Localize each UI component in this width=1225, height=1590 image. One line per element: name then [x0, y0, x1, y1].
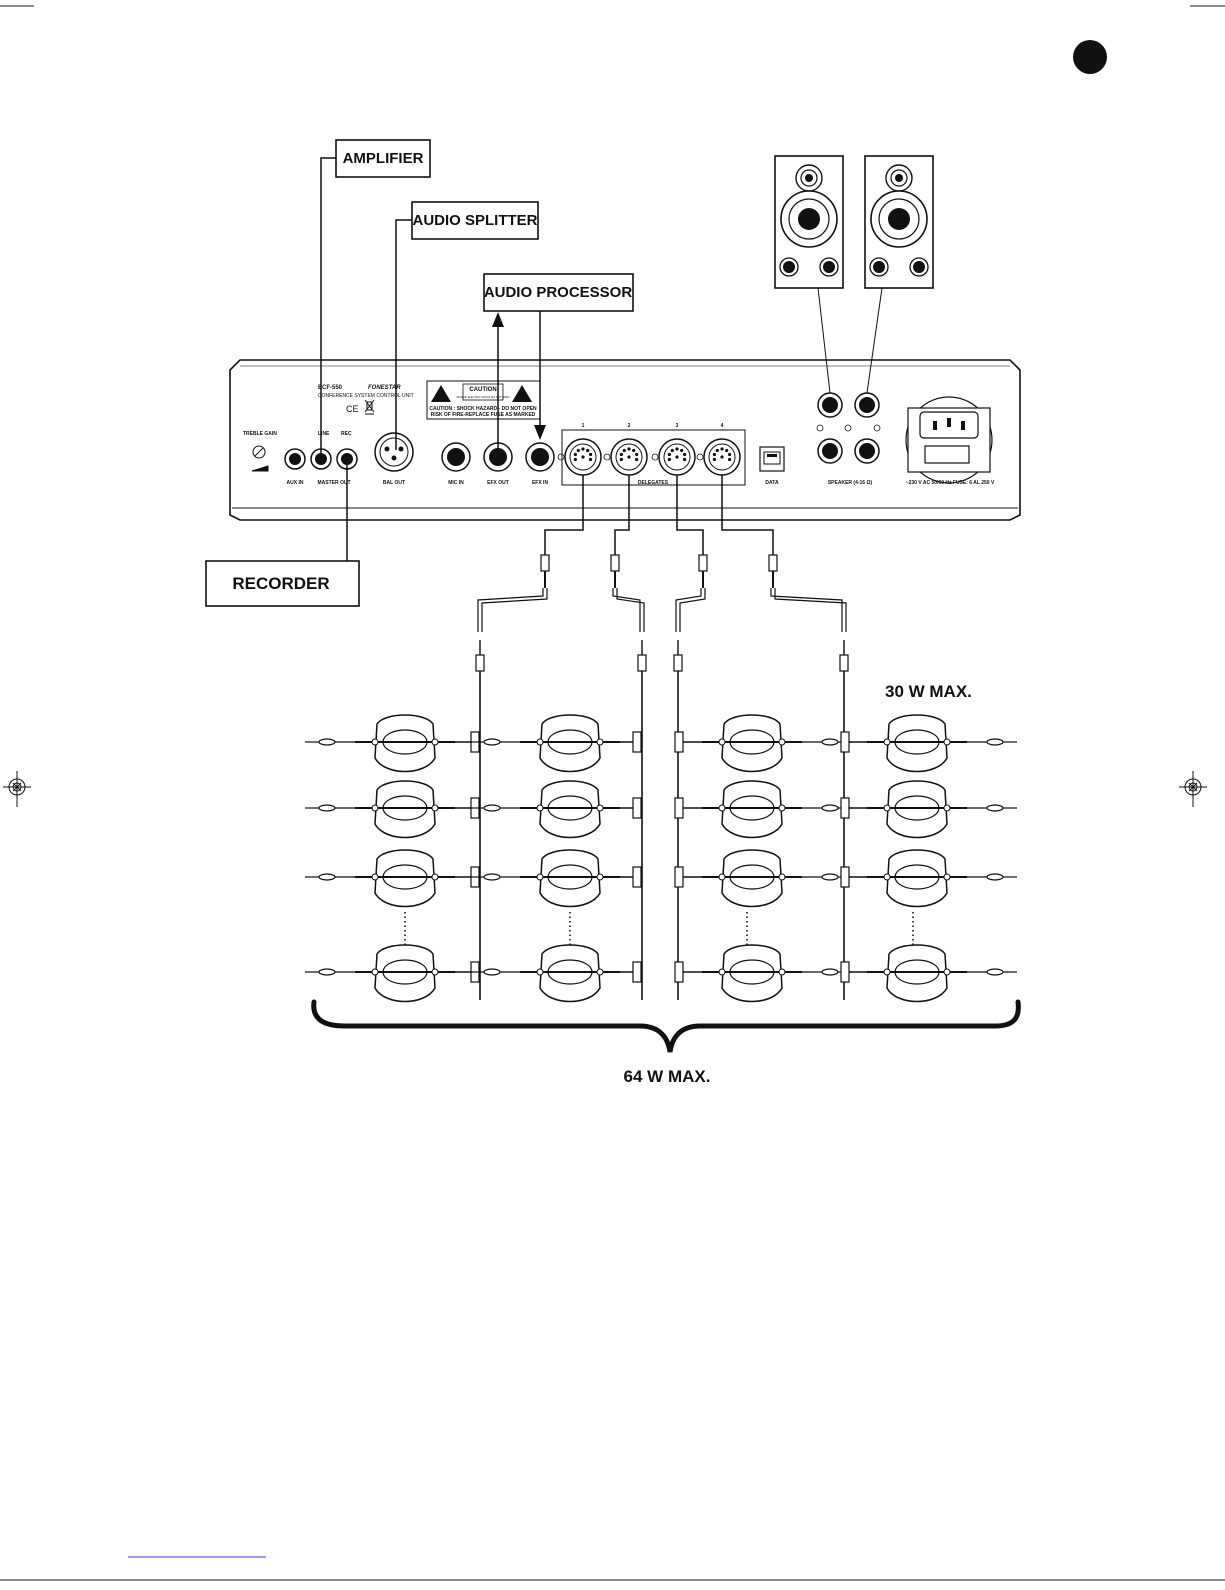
- mic-in-jack: [441, 442, 471, 472]
- speaker-terminals: [816, 392, 881, 464]
- efx-out-label: EFX OUT: [487, 480, 509, 486]
- speaker-icon: [774, 155, 844, 289]
- registration-mark-icon: [3, 771, 31, 807]
- delegate-units: [305, 714, 1017, 1003]
- delegate-din-port: [557, 438, 602, 476]
- page-marker-dot: [1073, 40, 1107, 74]
- rec-label: REC: [341, 431, 352, 437]
- treble-gain-label: TREBLE GAIN: [243, 431, 277, 437]
- amplifier-label: AMPLIFIER: [343, 150, 424, 167]
- delegate-number: 3: [676, 423, 679, 429]
- line-label: LINE: [318, 431, 330, 437]
- model-label: ECF-550: [318, 385, 343, 391]
- delegates-label: DELEGATES: [638, 480, 669, 486]
- delegate-number: 4: [721, 423, 724, 429]
- speaker-label: SPEAKER (4-16 Ω): [828, 480, 873, 486]
- max-total-label: 64 W MAX.: [624, 1067, 711, 1086]
- microphone-unit-icon: [674, 714, 852, 773]
- delegates-group-frame: [561, 429, 746, 486]
- microphone-unit-icon: [470, 849, 642, 908]
- audio-splitter-box: AUDIO SPLITTER: [411, 201, 539, 240]
- delegate-cable: [475, 475, 584, 1000]
- iec-power-socket-icon: [905, 396, 993, 484]
- aux-in-jack: [284, 448, 306, 470]
- delegate-number: 1: [582, 423, 585, 429]
- weee-bin-icon: [364, 399, 375, 415]
- microphone-unit-icon: [305, 944, 480, 1003]
- aux-in-label: AUX IN: [287, 480, 304, 486]
- microphone-unit-icon: [470, 944, 642, 1003]
- audio-splitter-label: AUDIO SPLITTER: [412, 212, 537, 229]
- microphone-unit-icon: [674, 944, 852, 1003]
- delegate-din-port: [651, 438, 696, 476]
- microphone-unit-icon: [470, 780, 642, 839]
- recorder-label: RECORDER: [232, 574, 329, 593]
- speaker-icon: [864, 155, 934, 289]
- caution-line-1: CAUTION : SHOCK HAZARD - DO NOT OPEN: [429, 406, 537, 412]
- data-label: DATA: [765, 480, 779, 486]
- caution-small: RISK OF ELECTRIC SHOCK DO NOT OPEN: [457, 395, 510, 399]
- caution-line-2: RISK OF FIRE-REPLACE FUSE AS MARKED: [431, 412, 536, 418]
- ce-mark: CE: [346, 404, 359, 414]
- wiring: [320, 157, 883, 561]
- delegate-din-port: [696, 438, 741, 476]
- mic-in-label: MIC IN: [448, 480, 464, 486]
- microphone-unit-icon: [840, 714, 1017, 773]
- audio-processor-box: AUDIO PROCESSOR: [483, 273, 634, 312]
- rj45-port-icon: [759, 446, 785, 472]
- max-per-line-label: 30 W MAX.: [885, 682, 972, 701]
- master-out-label: MASTER OUT: [317, 480, 350, 486]
- audio-processor-label: AUDIO PROCESSOR: [484, 284, 633, 301]
- microphone-unit-icon: [840, 780, 1017, 839]
- microphone-unit-icon: [840, 849, 1017, 908]
- registration-mark-icon: [1179, 771, 1207, 807]
- bal-out-label: BAL OUT: [383, 480, 405, 486]
- microphone-unit-icon: [674, 780, 852, 839]
- amplifier-box: AMPLIFIER: [335, 139, 431, 178]
- efx-in-label: EFX IN: [532, 480, 549, 486]
- arrow-up-icon: [492, 312, 504, 327]
- microphone-unit-icon: [305, 849, 480, 908]
- model-subtitle: CONFERENCE SYSTEM CONTROL UNIT: [318, 393, 414, 399]
- brand-label: FONESTAR: [368, 385, 401, 391]
- delegate-cable: [610, 475, 647, 1000]
- microphone-unit-icon: [674, 849, 852, 908]
- caution-block: CAUTION RISK OF ELECTRIC SHOCK DO NOT OP…: [426, 380, 541, 420]
- total-units-brace: [311, 999, 1021, 1053]
- caution-title: CAUTION: [469, 387, 496, 393]
- recorder-box: RECORDER: [205, 560, 360, 607]
- microphone-unit-icon: [305, 780, 480, 839]
- arrow-down-icon: [534, 425, 546, 440]
- treble-gain-knob: [251, 445, 269, 472]
- microphone-unit-icon: [305, 714, 480, 773]
- crop-marks: [0, 5, 1225, 1581]
- warning-triangle-icon: [512, 385, 532, 402]
- delegate-cables: [475, 475, 849, 1000]
- rec-out-jack: [336, 448, 358, 470]
- delegate-cable: [721, 475, 849, 1000]
- control-unit-rear-panel: ECF-550 CONFERENCE SYSTEM CONTROL UNIT F…: [229, 359, 1021, 521]
- delegate-number: 2: [628, 423, 631, 429]
- delegate-cable: [673, 475, 708, 1000]
- microphone-unit-icon: [470, 714, 642, 773]
- microphone-unit-icon: [840, 944, 1017, 1003]
- efx-in-jack: [525, 442, 555, 472]
- power-label: ~230 V AC 50/60 Hz FUSE: 6 AL 250 V: [906, 480, 995, 486]
- warning-triangle-icon: [431, 385, 451, 402]
- bal-out-xlr: [374, 432, 414, 472]
